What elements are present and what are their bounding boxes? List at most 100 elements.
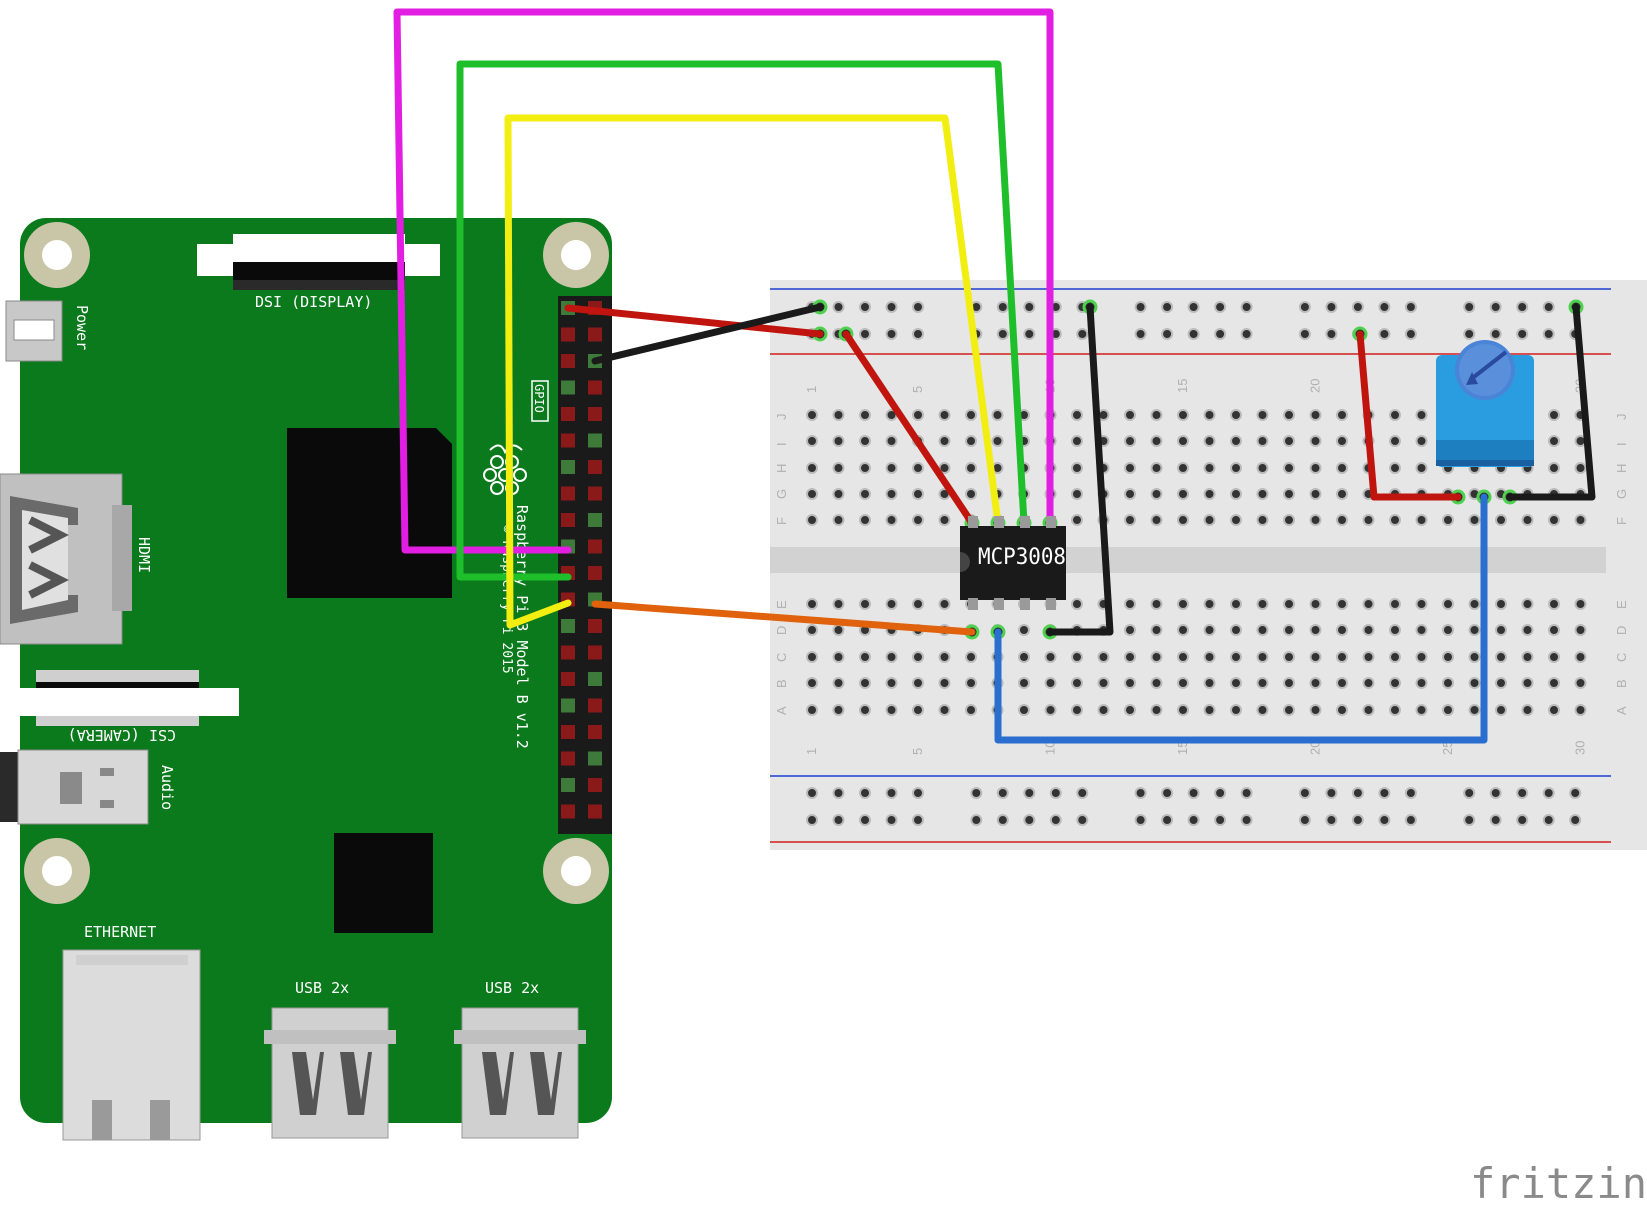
- breadboard-hole: [885, 514, 898, 526]
- breadboard-hole: [1187, 814, 1200, 826]
- red-wire-gpio: [564, 304, 824, 338]
- breadboard-hole: [1415, 651, 1428, 663]
- breadboard-hole: [1404, 787, 1417, 799]
- breadboard-hole: [1362, 598, 1375, 610]
- breadboard-hole: [1495, 514, 1507, 526]
- breadboard-hole: [1023, 301, 1036, 313]
- breadboard-hole: [806, 814, 818, 826]
- breadboard-hole: [885, 814, 898, 826]
- breadboard-hole: [1203, 677, 1216, 689]
- breadboard-hole: [1177, 488, 1189, 500]
- breadboard-hole: [1415, 514, 1428, 526]
- breadboard-hole: [1351, 814, 1364, 826]
- yellow-wire: [504, 114, 1002, 629]
- breadboard-hole: [1468, 624, 1481, 636]
- breadboard-hole: [1023, 814, 1036, 826]
- breadboard-hole: [1389, 651, 1401, 663]
- breadboard-hole: [859, 677, 871, 689]
- breadboard-hole: [885, 598, 898, 610]
- breadboard-hole: [1521, 704, 1534, 716]
- gpio-pin: [588, 513, 602, 527]
- gpio-pin: [561, 407, 575, 421]
- breadboard-hole: [1071, 514, 1083, 526]
- breadboard-hole: [1298, 328, 1311, 340]
- breadboard-hole: [1177, 651, 1189, 663]
- row-letter: H: [1614, 464, 1629, 473]
- breadboard-hole: [1124, 514, 1136, 526]
- gpio-pin: [588, 486, 602, 501]
- gpio-pin: [561, 804, 575, 819]
- audio-label: Audio: [158, 765, 176, 810]
- breadboard-hole: [991, 435, 1004, 447]
- breadboard-hole: [991, 409, 1004, 421]
- gpio-pin: [588, 645, 602, 660]
- black-wire-chip: [1046, 303, 1114, 636]
- ethernet-label: ETHERNET: [84, 923, 156, 941]
- breadboard-hole: [859, 814, 871, 826]
- breadboard-hole: [806, 462, 818, 474]
- breadboard-hole: [1124, 462, 1136, 474]
- breadboard-hole: [1336, 624, 1348, 636]
- breadboard-hole: [1076, 787, 1089, 799]
- gpio-pin: [561, 698, 575, 713]
- breadboard-hole: [885, 435, 898, 447]
- csi-label: CSI (CAMERA): [68, 726, 176, 744]
- breadboard-hole: [859, 704, 871, 716]
- breadboard-hole: [1298, 787, 1311, 799]
- breadboard-hole: [832, 598, 845, 610]
- breadboard-hole: [1187, 301, 1200, 313]
- gpio-pin: [561, 460, 575, 474]
- gpio-pin: [588, 751, 602, 766]
- breadboard-hole: [1044, 677, 1057, 689]
- breadboard-hole: [1489, 814, 1502, 826]
- center-channel: [770, 547, 1606, 573]
- mcp3008-chip: MCP3008: [960, 516, 1066, 610]
- breadboard-hole: [1495, 651, 1507, 663]
- column-number-top: 5: [910, 386, 925, 393]
- breadboard-hole: [1124, 598, 1136, 610]
- gpio-pin: [588, 619, 602, 633]
- breadboard-hole: [1542, 814, 1555, 826]
- breadboard-hole: [1214, 301, 1227, 313]
- breadboard-hole: [1203, 514, 1216, 526]
- breadboard-hole: [1489, 787, 1502, 799]
- breadboard-hole: [1404, 328, 1417, 340]
- gpio-label-box: [531, 380, 549, 422]
- breadboard-hole: [1018, 677, 1030, 689]
- breadboard-hole: [912, 514, 924, 526]
- breadboard-hole: [1230, 624, 1242, 636]
- wires: [393, 8, 1596, 744]
- breadboard-hole: [1076, 814, 1089, 826]
- breadboard-hole: [965, 704, 977, 716]
- breadboard-hole: [1256, 651, 1269, 663]
- breadboard-hole: [1071, 462, 1083, 474]
- breadboard-hole: [1574, 651, 1587, 663]
- breadboard-hole: [1362, 704, 1375, 716]
- gpio-pin: [561, 433, 575, 448]
- breadboard-hole: [1442, 651, 1454, 663]
- breadboard-hole: [1542, 301, 1555, 313]
- breadboard-hole: [806, 624, 818, 636]
- breadboard-hole: [885, 704, 898, 716]
- breadboard-hole: [912, 301, 924, 313]
- breadboard-hole: [1468, 598, 1481, 610]
- breadboard-hole: [832, 624, 845, 636]
- breadboard-hole: [1336, 704, 1348, 716]
- breadboard-hole: [1230, 462, 1242, 474]
- breadboard-hole: [1283, 409, 1295, 421]
- gpio-label: GPIO: [532, 384, 546, 413]
- breadboard-hole: [1240, 328, 1253, 340]
- row-letter: D: [774, 626, 789, 635]
- model-text: Raspberry Pi 3 Model B v1.2: [513, 505, 531, 749]
- breadboard-hole: [1548, 624, 1560, 636]
- breadboard-hole: [1574, 462, 1587, 474]
- gpio-pin: [588, 327, 602, 342]
- breadboard-hole: [1071, 488, 1083, 500]
- breadboard-hole: [1187, 328, 1200, 340]
- breadboard-hole: [1150, 624, 1163, 636]
- gpio-pin: [588, 778, 602, 792]
- breadboard-hole: [1309, 488, 1322, 500]
- breadboard-hole: [1071, 409, 1083, 421]
- breadboard-hole: [1468, 704, 1481, 716]
- column-number-top: 1: [804, 386, 819, 393]
